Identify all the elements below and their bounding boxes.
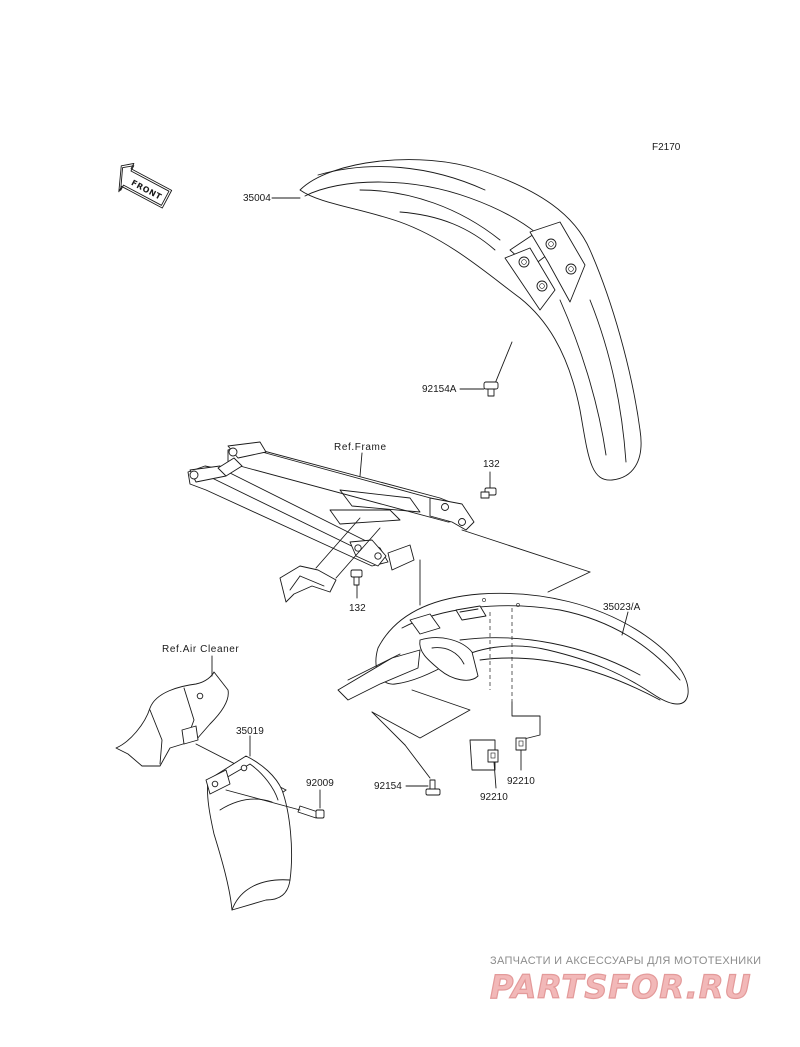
label-front-fender-bolt: 92154A — [422, 384, 457, 395]
rear-flap — [205, 755, 292, 911]
bolt-icon-flap — [297, 805, 325, 819]
nut-icon-right — [515, 737, 527, 751]
label-nut-right: 92210 — [507, 776, 535, 787]
label-ref-air-cleaner: Ref.Air Cleaner — [162, 644, 239, 655]
label-ref-frame: Ref.Frame — [334, 442, 387, 453]
watermark-logo: PARTSFOR.RU — [490, 968, 751, 1006]
label-flap-bolt: 92009 — [306, 778, 334, 789]
label-rear-flap: 35019 — [236, 726, 264, 737]
nut-icon-left — [487, 749, 499, 763]
label-front-fender: 35004 — [243, 193, 271, 204]
bolt-icon-rear-fender — [425, 779, 441, 796]
bolt-icon-front-fender — [483, 381, 499, 397]
label-nut-left: 92210 — [480, 792, 508, 803]
front-direction-arrow-icon: FRONT — [118, 163, 173, 209]
label-frame-bolt-upper: 132 — [483, 459, 500, 470]
bolt-icon-frame-lower — [350, 569, 363, 586]
air-cleaner-housing — [115, 671, 229, 767]
diagram-code: F2170 — [652, 142, 681, 153]
bolt-icon-frame-upper — [480, 487, 497, 499]
label-frame-bolt-lower: 132 — [349, 603, 366, 614]
rear-frame — [187, 441, 475, 603]
label-rear-fender: 35023/A — [603, 602, 641, 613]
label-rear-fender-bolt: 92154 — [374, 781, 402, 792]
watermark-tagline: ЗАПЧАСТИ И АКСЕССУАРЫ ДЛЯ МОТОТЕХНИКИ — [490, 955, 761, 967]
rear-fender — [337, 592, 689, 705]
front-fender — [299, 159, 642, 481]
